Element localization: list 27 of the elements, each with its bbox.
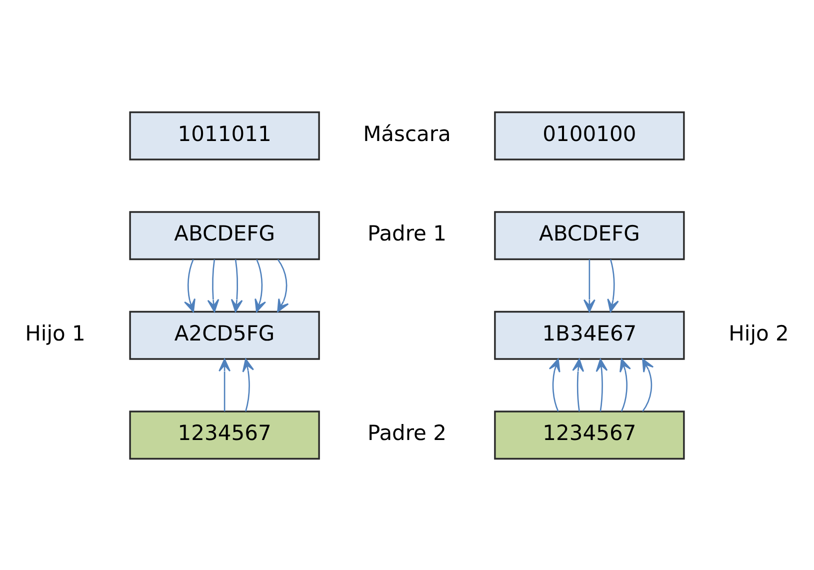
arrow [254,258,266,312]
label: Hijo 2 [728,320,789,345]
node-box: ABCDEFG [129,210,320,260]
arrow [642,358,654,412]
arrow [218,358,231,411]
arrow [607,258,619,312]
node-box: 1B34E67 [494,310,685,360]
label: Hijo 1 [25,320,86,345]
node-box: 1234567 [494,410,685,460]
arrow [583,258,596,312]
label: Máscara [363,121,451,146]
arrow [277,258,289,312]
node-box: 1234567 [129,410,320,460]
label: Padre 2 [367,420,447,445]
arrow [230,258,243,312]
node-box: A2CD5FG [129,310,320,360]
node-box: 1011011 [129,110,320,160]
arrow [596,358,608,411]
arrow [207,258,220,312]
arrow [572,358,584,411]
node-box: ABCDEFG [494,210,685,260]
node-box: 0100100 [494,110,685,160]
label: Padre 1 [367,221,447,246]
arrow [242,358,254,412]
arrow [184,258,196,312]
arrow [548,358,560,412]
arrow [620,358,631,412]
